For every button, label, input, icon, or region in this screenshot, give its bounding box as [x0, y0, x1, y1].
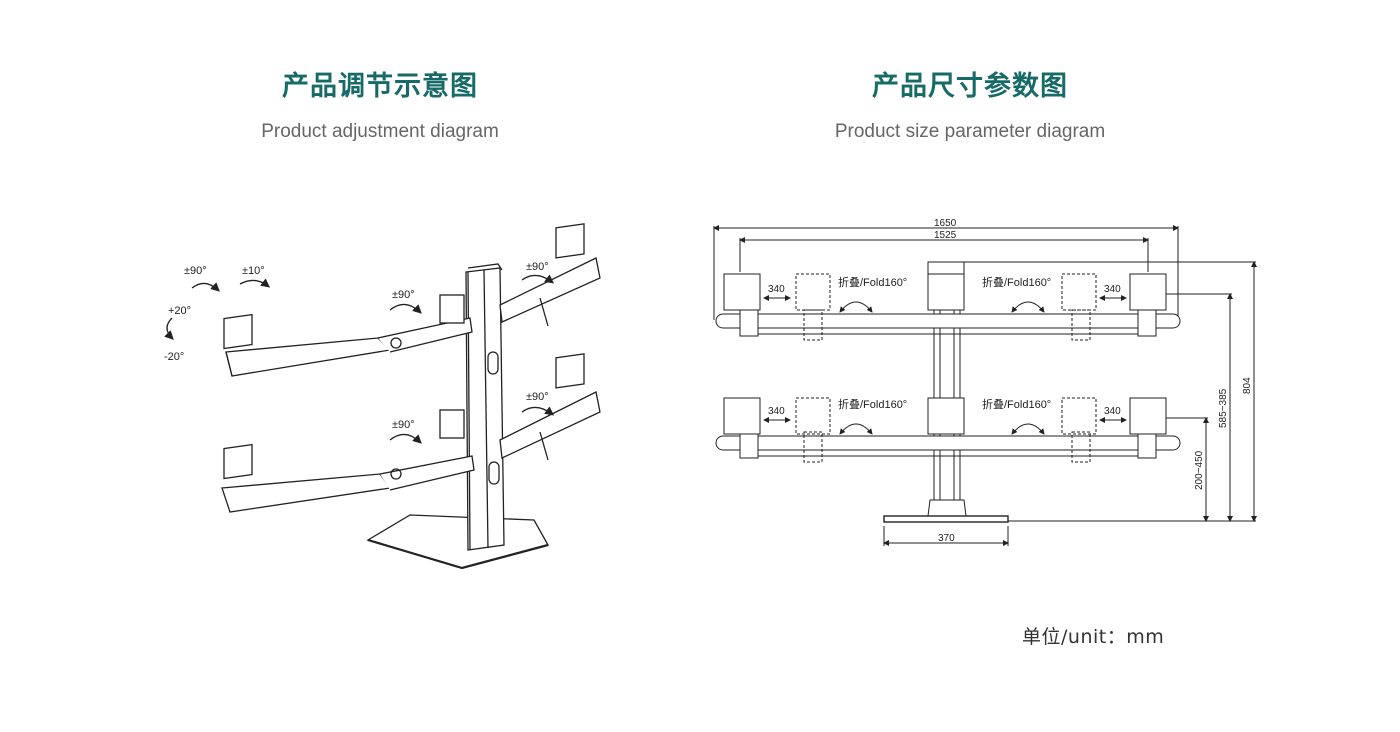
vesa-plate — [1129, 273, 1167, 311]
vesa-plate — [1061, 273, 1097, 311]
arm-upper-right — [499, 257, 601, 323]
plate-gap-label: 340 — [1104, 284, 1121, 295]
arm2-label: ±90° — [526, 261, 549, 273]
overall-width-label: 1650 — [934, 218, 957, 229]
size-header: 产品尺寸参数图 Product size parameter diagram — [770, 64, 1170, 143]
vesa-plate — [1129, 397, 1167, 435]
tilt-label: ±90° — [184, 265, 207, 277]
fold-label: 折叠/Fold160° — [838, 397, 907, 411]
vesa-plate — [795, 397, 831, 435]
vesa-plate — [223, 313, 253, 350]
vesa-plate — [555, 223, 585, 259]
down-label: -20° — [164, 351, 184, 363]
unit-label: 单位/unit：mm — [1022, 626, 1165, 648]
fold-label: 折叠/Fold160° — [838, 275, 907, 289]
inner-width-label: 1525 — [934, 230, 957, 241]
vesa-plate — [927, 273, 965, 311]
swivel-label: ±10° — [242, 265, 265, 277]
vesa-plate — [795, 273, 831, 311]
plate-gap-label: 340 — [1104, 406, 1121, 417]
size-subtitle: Product size parameter diagram — [834, 121, 1106, 142]
fold-label: 折叠/Fold160° — [982, 275, 1051, 289]
vesa-plate — [1061, 397, 1097, 435]
up-label: +20° — [168, 305, 191, 317]
upper-arm — [715, 313, 1181, 329]
vesa-plate — [723, 397, 761, 435]
adjustment-header: 产品调节示意图 Product adjustment diagram — [180, 64, 580, 143]
vesa-plate — [723, 273, 761, 311]
vesa-plate — [223, 443, 253, 480]
arm-spacing-label: 585~385 — [1218, 388, 1229, 428]
arm4-label: ±90° — [526, 391, 549, 403]
arm1-label: ±90° — [392, 289, 415, 301]
total-height-label: 804 — [1242, 377, 1253, 394]
size-title: 产品尺寸参数图 — [872, 71, 1068, 102]
base-width-label: 370 — [938, 533, 955, 544]
vesa-plate — [555, 353, 585, 389]
arm-lower-right — [499, 391, 601, 459]
base — [927, 499, 967, 517]
arm3-label: ±90° — [392, 419, 415, 431]
plate-gap-label: 340 — [768, 406, 785, 417]
plate-gap-label: 340 — [768, 284, 785, 295]
lower-arm — [715, 435, 1181, 451]
fold-label: 折叠/Fold160° — [982, 397, 1051, 411]
vesa-plate — [927, 397, 965, 435]
adjustment-title: 产品调节示意图 — [282, 71, 478, 102]
vesa-plate — [439, 294, 465, 324]
adjustment-subtitle: Product adjustment diagram — [261, 121, 499, 142]
vesa-plate — [439, 409, 465, 439]
arm-height-label: 200~450 — [1194, 450, 1205, 490]
